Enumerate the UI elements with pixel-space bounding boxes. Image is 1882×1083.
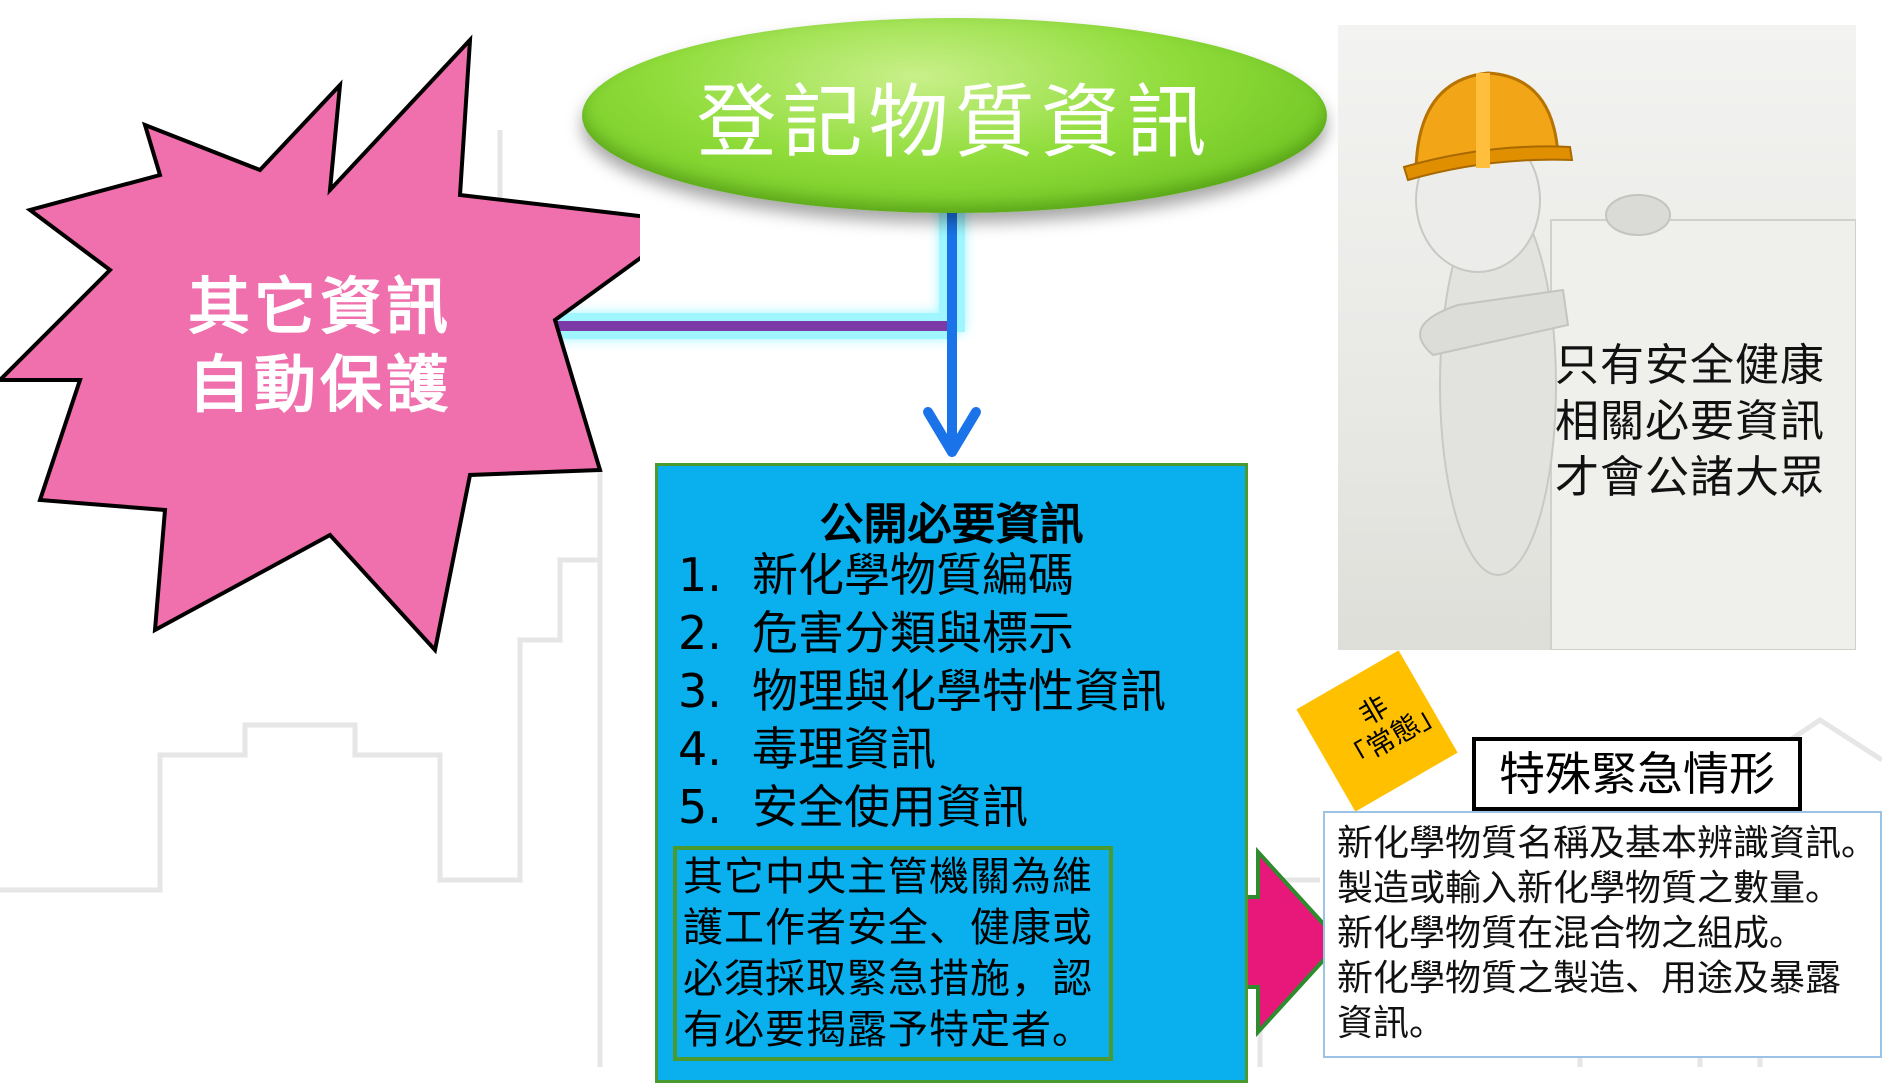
sign-line-1: 只有安全健康 — [1555, 340, 1825, 391]
burst-line-2: 自動保護 — [187, 348, 452, 421]
burst-line-1: 其它資訊 — [187, 270, 452, 343]
public-info-title: 公開必要資訊 — [819, 499, 1084, 550]
sign-line-3: 才會公諸大眾 — [1555, 452, 1825, 503]
public-info-note: 其它中央主管機關為維護工作者安全、健康或必須採取緊急措施，認有必要揭露予特定者。 — [673, 846, 1113, 1061]
emergency-list: 新化學物質名稱及基本辨識資訊。 製造或輸入新化學物質之數量。 新化學物質在混合物… — [1337, 821, 1882, 1046]
list-item: 1. 新化學物質編碼 — [678, 546, 1248, 604]
emergency-title: 特殊緊急情形 — [1472, 737, 1802, 811]
item-label: 物理與化學特性資訊 — [752, 664, 1166, 718]
item-number: 5. — [678, 780, 722, 834]
starburst-shape — [0, 34, 640, 655]
public-info-box: 公開必要資訊 1. 新化學物質編碼 2. 危害分類與標示 3. 物理與化學特性資訊 4… — [655, 463, 1248, 1083]
list-item: 5. 安全使用資訊 — [678, 778, 1248, 836]
item-number: 3. — [678, 664, 722, 718]
list-item: 資訊。 — [1337, 1003, 1446, 1044]
list-item: 新化學物質之製造、用途及暴露 — [1337, 958, 1842, 999]
item-number: 4. — [678, 722, 722, 776]
item-label: 危害分類與標示 — [752, 606, 1074, 660]
list-item: 新化學物質在混合物之組成。 — [1337, 913, 1806, 954]
title-oval: 登記物質資訊 — [582, 18, 1327, 213]
list-item: 2. 危害分類與標示 — [678, 604, 1248, 662]
arrow-to-public-box — [923, 185, 981, 457]
burst-label: 其它資訊 自動保護 — [150, 268, 490, 424]
list-item: 4. 毒理資訊 — [678, 720, 1248, 778]
item-label: 安全使用資訊 — [752, 780, 1028, 834]
page-title: 登記物質資訊 — [696, 75, 1213, 169]
sign-line-2: 相關必要資訊 — [1555, 396, 1825, 447]
worker-illustration — [1338, 25, 1857, 651]
item-label: 毒理資訊 — [752, 722, 936, 776]
public-info-list: 1. 新化學物質編碼 2. 危害分類與標示 3. 物理與化學特性資訊 4. 毒理資訊 5… — [678, 546, 1248, 836]
list-item: 新化學物質名稱及基本辨識資訊。 — [1337, 823, 1878, 864]
list-item: 3. 物理與化學特性資訊 — [678, 662, 1248, 720]
item-number: 1. — [678, 548, 722, 602]
item-number: 2. — [678, 606, 722, 660]
emergency-box: 新化學物質名稱及基本辨識資訊。 製造或輸入新化學物質之數量。 新化學物質在混合物… — [1323, 811, 1882, 1058]
item-label: 新化學物質編碼 — [752, 548, 1074, 602]
list-item: 製造或輸入新化學物質之數量。 — [1337, 868, 1842, 909]
worker-sign-text: 只有安全健康 相關必要資訊 才會公諸大眾 — [1555, 338, 1855, 506]
